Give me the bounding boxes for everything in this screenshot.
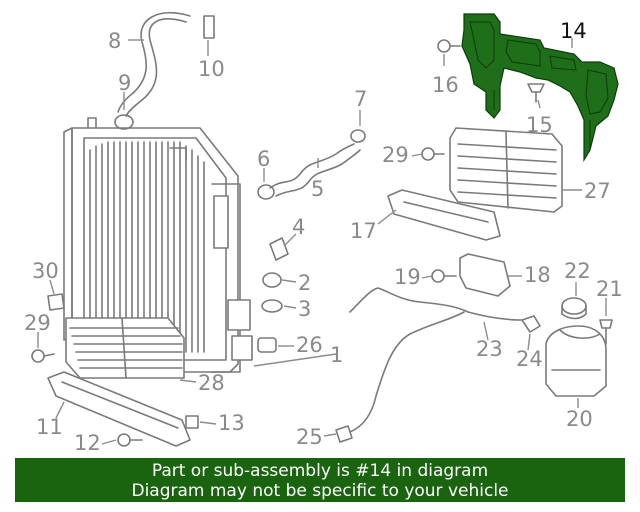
bolt-19 [431,269,457,283]
pin-15 [527,83,545,103]
callout-21: 21 [596,277,623,301]
callout-12: 12 [74,431,101,455]
sensor-26 [257,337,277,353]
deflector-17 [387,189,501,241]
banner-line-part-note: Part or sub-assembly is #14 in diagram [151,461,489,481]
callout-30: 30 [32,259,59,283]
callout-22: 22 [564,259,591,283]
callout-3: 3 [298,297,311,321]
clip-13 [185,415,199,429]
grommet-2 [262,272,282,288]
clamp-6 [257,184,275,200]
coolant-reservoir [545,325,607,397]
callout-27: 27 [584,179,611,203]
leader-lines [37,38,607,445]
bolt-16 [437,39,461,53]
bolt-29-right [421,147,445,161]
callout-1: 1 [330,343,343,367]
bracket-10 [203,15,215,39]
lower-hose [269,143,361,197]
bracket-18 [459,253,511,297]
callout-labels: 8 10 9 7 6 5 4 2 3 26 1 30 29 28 11 12 1… [24,19,623,455]
callout-6: 6 [257,147,270,171]
clamp-24 [521,315,541,333]
bolt-29-left [31,349,55,363]
grommet-3 [261,299,283,313]
radiator [63,117,253,373]
callout-16: 16 [432,73,459,97]
callout-8: 8 [108,29,121,53]
callout-28: 28 [198,371,225,395]
bolt-12 [117,433,143,447]
bolt-21 [599,319,613,345]
callout-2: 2 [298,271,311,295]
clip-30 [47,293,65,311]
overflow-hose [349,287,523,433]
callout-25: 25 [296,425,323,449]
deflector-11 [47,371,191,447]
callout-13: 13 [218,411,245,435]
callout-19: 19 [394,265,421,289]
bracket-4 [269,237,289,261]
parts-diagram: 8 10 9 7 6 5 4 2 3 26 1 30 29 28 11 12 1… [24,11,623,455]
part-14-highlighted [461,13,619,163]
info-banner: Part or sub-assembly is #14 in diagram D… [15,458,625,502]
callout-5: 5 [311,177,324,201]
callout-18: 18 [524,263,551,287]
callout-20: 20 [566,407,593,431]
upper-hose [117,11,191,117]
callout-7: 7 [354,87,367,111]
clamp-7 [350,129,366,143]
callout-29-left: 29 [24,311,51,335]
reservoir-cap [561,297,587,320]
callout-4: 4 [292,215,305,239]
callout-26: 26 [296,333,323,357]
shutter-28 [65,317,185,379]
callout-29-right: 29 [382,143,409,167]
callout-11: 11 [36,415,63,439]
callout-14: 14 [560,19,587,43]
clamp-25 [335,425,353,443]
callout-10: 10 [198,57,225,81]
clamp-9 [114,114,134,130]
callout-17: 17 [350,219,377,243]
banner-line-disclaimer: Diagram may not be specific to your vehi… [131,481,509,501]
deflector-17-edge [403,201,489,223]
callout-9: 9 [118,71,131,95]
callout-15: 15 [526,113,553,137]
shutter-27 [449,127,563,213]
callout-23: 23 [476,337,503,361]
callout-24: 24 [516,347,543,371]
